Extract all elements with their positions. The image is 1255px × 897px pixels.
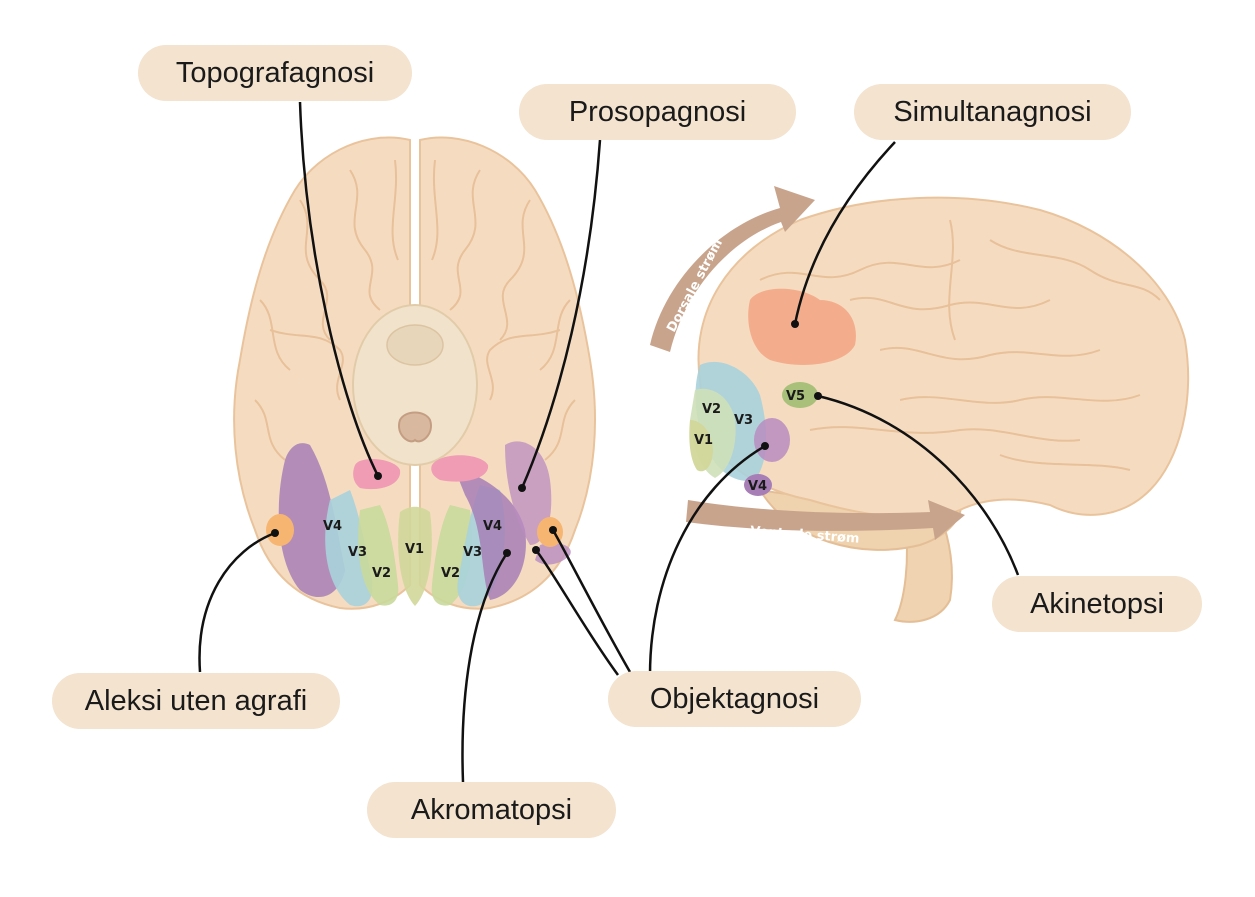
label-objektagnosi: Objektagnosi [608,671,861,727]
left-v2-region [358,505,399,606]
label-akinetopsi-text: Akinetopsi [1030,587,1164,620]
line-akinetopsi [817,394,1020,576]
brainstem [352,304,478,466]
label-v3-left: V3 [348,545,367,560]
lateral-v4-lower [744,474,772,496]
left-hemisphere [233,136,411,610]
label-akromatopsi: Akromatopsi [367,782,616,838]
line-topografagnosi [298,101,380,477]
label-v2-left: V2 [372,566,391,581]
label-v1-lateral: V1 [694,433,713,448]
line-objekt-2 [535,549,620,676]
label-v2-lateral: V2 [702,402,721,417]
line-objekt-3 [648,444,766,676]
lateral-brain-view: V2 V3 V1 V4 V5 Dorsale strøm Ventrale st… [650,186,1190,623]
label-topografagnosi-text: Topografagnosi [175,56,375,89]
label-v1-center: V1 [405,542,424,557]
right-v4-region [455,470,526,600]
line-akromatopsi [461,552,509,783]
label-v4-left: V4 [323,519,342,534]
right-pink-region [431,455,489,482]
lateral-v1-region [689,420,713,472]
label-simultanagnosi: Simultanagnosi [854,84,1131,140]
label-objektagnosi-text: Objektagnosi [649,682,820,715]
label-akromatopsi-text: Akromatopsi [410,793,573,826]
parietal-region [748,288,856,365]
label-topografagnosi: Topografagnosi [138,45,412,101]
label-v5-lateral: V5 [786,389,805,404]
lateral-v4-upper [754,418,790,462]
label-v4-right: V4 [483,519,502,534]
label-akinetopsi: Akinetopsi [992,576,1202,632]
leader-lines [198,101,1020,783]
left-orange-region [266,514,294,546]
v5-region [782,382,818,408]
gyri-lines [254,159,576,461]
label-v4-lateral: V4 [748,479,767,494]
lateral-gyri [759,219,1161,471]
label-prosopagnosi-text: Prosopagnosi [568,95,747,128]
label-simultanagnosi-text: Simultanagnosi [893,95,1092,128]
line-objekt-1 [551,529,632,673]
label-v3-lateral: V3 [734,413,753,428]
line-simultanagnosi [793,141,896,325]
left-v3-region [325,490,373,607]
line-prosopagnosi [520,139,602,489]
label-aleksi-uten-agrafi: Aleksi uten agrafi [52,673,340,729]
label-aleksi-text: Aleksi uten agrafi [84,684,308,717]
label-v2-right: V2 [441,566,460,581]
v1-region [398,506,432,606]
leader-dots [271,320,822,557]
label-prosopagnosi: Prosopagnosi [519,84,796,140]
inferior-brain-view: V4 V3 V2 V1 V2 V3 V4 [233,136,596,610]
label-v3-right: V3 [463,545,482,560]
line-aleksi [198,531,276,673]
right-fusiform-region [505,441,552,545]
